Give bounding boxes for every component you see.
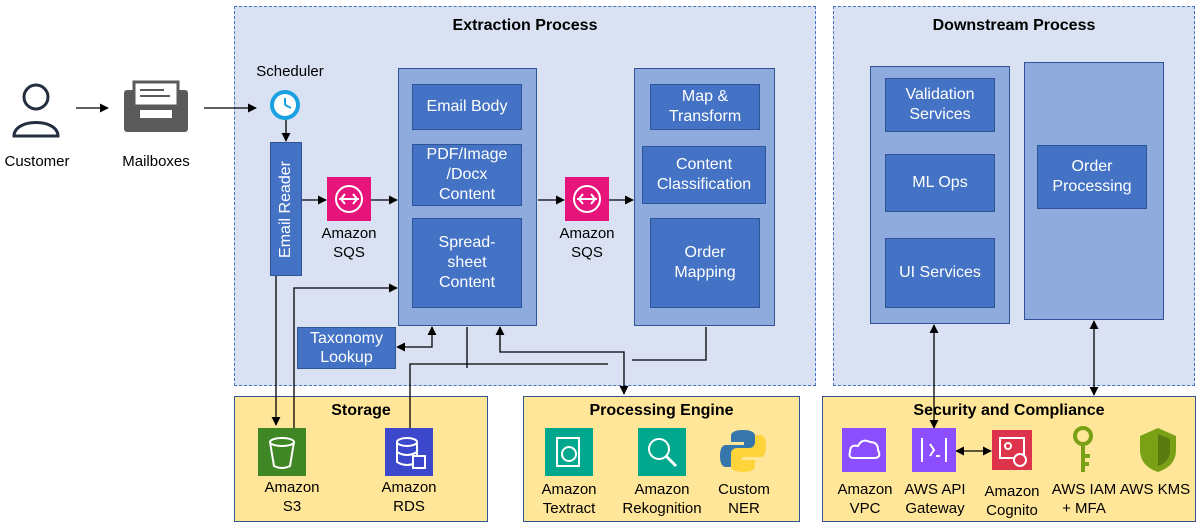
vpc-label: Amazon VPC xyxy=(837,481,893,517)
downstream-process-title: Downstream Process xyxy=(932,17,1096,34)
security-compliance-title: Security and Compliance xyxy=(913,402,1105,419)
api-gateway-icon xyxy=(912,428,956,472)
rds-label: Amazon RDS xyxy=(381,479,437,515)
email-body-box: Email Body xyxy=(412,84,522,130)
sqs1-label: Amazon SQS xyxy=(321,225,377,261)
processing-engine-title: Processing Engine xyxy=(589,402,734,419)
cognito-icon xyxy=(992,430,1032,470)
rds-to-process-line xyxy=(409,363,608,428)
s3-to-content-line xyxy=(293,283,398,432)
sqs-icon xyxy=(565,177,609,221)
s3-bucket-icon xyxy=(258,428,306,476)
content-classification-box: Content Classification xyxy=(642,146,766,204)
mailboxes-label: Mailboxes xyxy=(122,153,190,170)
ui-services-box: UI Services xyxy=(885,238,995,308)
extraction-process-title: Extraction Process xyxy=(452,17,598,34)
textract-label: Amazon Textract xyxy=(541,481,597,517)
iam-mfa-label: AWS IAM + MFA xyxy=(1051,481,1117,517)
spreadsheet-box: Spread- sheet Content xyxy=(412,218,522,308)
iam-key-icon xyxy=(1068,426,1098,476)
python-icon xyxy=(720,428,766,474)
engine-loop-line xyxy=(495,326,629,395)
scheduler-label: Scheduler xyxy=(256,63,324,80)
order-mapping-down-line xyxy=(632,327,707,361)
rekognition-icon xyxy=(638,428,686,476)
taxonomy-lookup-box: Taxonomy Lookup xyxy=(297,327,396,369)
kms-label: AWS KMS xyxy=(1119,481,1191,498)
customer-label: Customer xyxy=(4,153,70,170)
rekognition-label: Amazon Rekognition xyxy=(622,481,702,517)
pdf-image-docx-box: PDF/Image /Docx Content xyxy=(412,144,522,206)
order-processing-box: Order Processing xyxy=(1037,145,1147,209)
sqs-icon xyxy=(327,177,371,221)
custom-ner-label: Custom NER xyxy=(718,481,770,517)
map-transform-box: Map & Transform xyxy=(650,84,760,130)
vpc-icon xyxy=(842,428,886,472)
sqs2-label: Amazon SQS xyxy=(559,225,615,261)
clock-icon xyxy=(268,88,302,122)
textract-icon xyxy=(545,428,593,476)
storage-title: Storage xyxy=(331,402,391,419)
s3-label: Amazon S3 xyxy=(264,479,320,515)
ml-ops-box: ML Ops xyxy=(885,154,995,212)
cognito-label: Amazon Cognito xyxy=(984,483,1040,519)
email-reader-box: Email Reader xyxy=(270,142,302,276)
kms-shield-icon xyxy=(1138,426,1178,474)
customer-icon xyxy=(10,80,62,140)
api-gateway-label: AWS API Gateway xyxy=(904,481,966,517)
content-to-taxonomy-line xyxy=(396,326,437,352)
order-mapping-box: Order Mapping xyxy=(650,218,760,308)
rds-database-icon xyxy=(385,428,433,476)
validation-services-box: Validation Services xyxy=(885,78,995,132)
mailbox-icon xyxy=(120,80,192,134)
